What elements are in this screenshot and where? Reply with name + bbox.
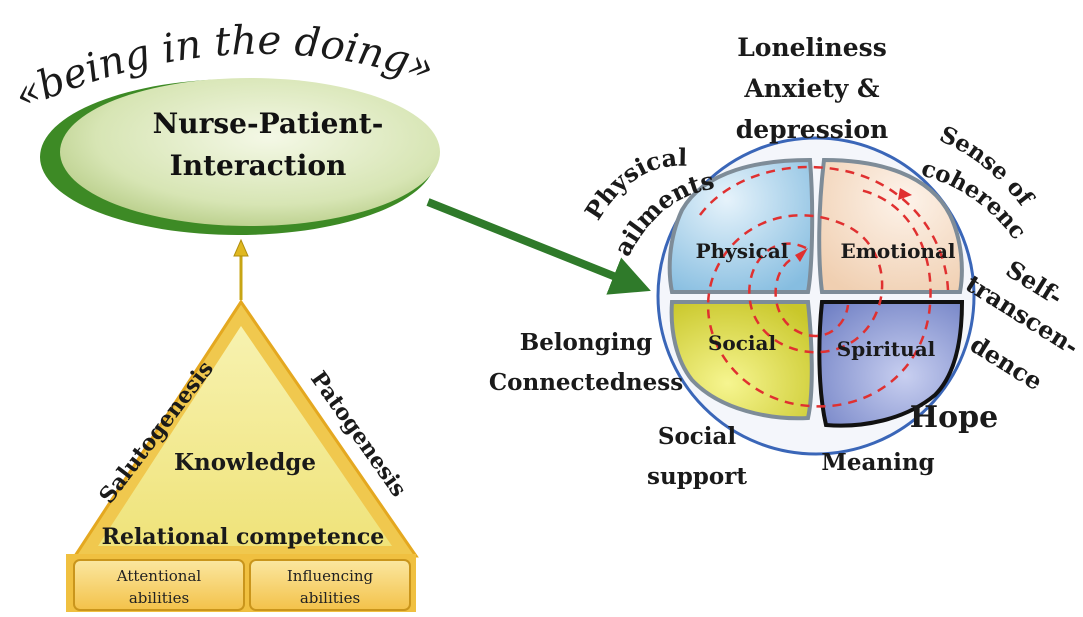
quadrant-social-label: Social [708,331,777,355]
quadrant-spiritual-label: Spiritual [837,337,936,361]
label-connectedness: Connectedness [489,369,683,396]
interaction-ellipse: Nurse-Patient- Interaction [40,78,440,235]
quadrant-physical-shape [667,157,815,294]
influencing-box: Influencing abilities [249,559,411,611]
triangle-center: Knowledge [174,449,316,476]
attentional-line1: Attentional [116,567,202,585]
interaction-line2: Interaction [170,149,347,182]
influencing-line1: Influencing [287,567,374,585]
quadrant-physical-label: Physical [696,239,789,263]
knowledge-triangle: Salutogenesis Patogenesis Knowledge Rela… [72,299,419,558]
label-hope: Hope [910,400,998,435]
abilities-bar: Attentional abilities Influencing abilit… [66,554,416,612]
green-arrow [426,198,651,295]
label-social: Social [658,423,737,450]
wellbeing-sphere: Physical Emotional Social Spiritual [656,136,976,456]
label-belonging: Belonging [520,329,653,356]
attentional-line2: abilities [129,589,189,607]
label-loneliness: Loneliness [737,33,887,62]
influencing-line2: abilities [300,589,360,607]
label-support: support [647,463,747,490]
attentional-box: Attentional abilities [73,559,245,611]
quadrant-social-shape [669,300,814,421]
label-meaning: Meaning [821,449,934,476]
label-anxiety: Anxiety & [743,74,880,103]
dashed-spiral [699,165,950,408]
label-depression: depression [736,115,888,144]
quadrant-emotional-label: Emotional [840,239,955,263]
up-arrow [233,238,249,300]
interaction-line1: Nurse-Patient- [153,107,384,140]
triangle-base: Relational competence [102,524,385,550]
quadrant-spiritual-shape [817,300,965,428]
